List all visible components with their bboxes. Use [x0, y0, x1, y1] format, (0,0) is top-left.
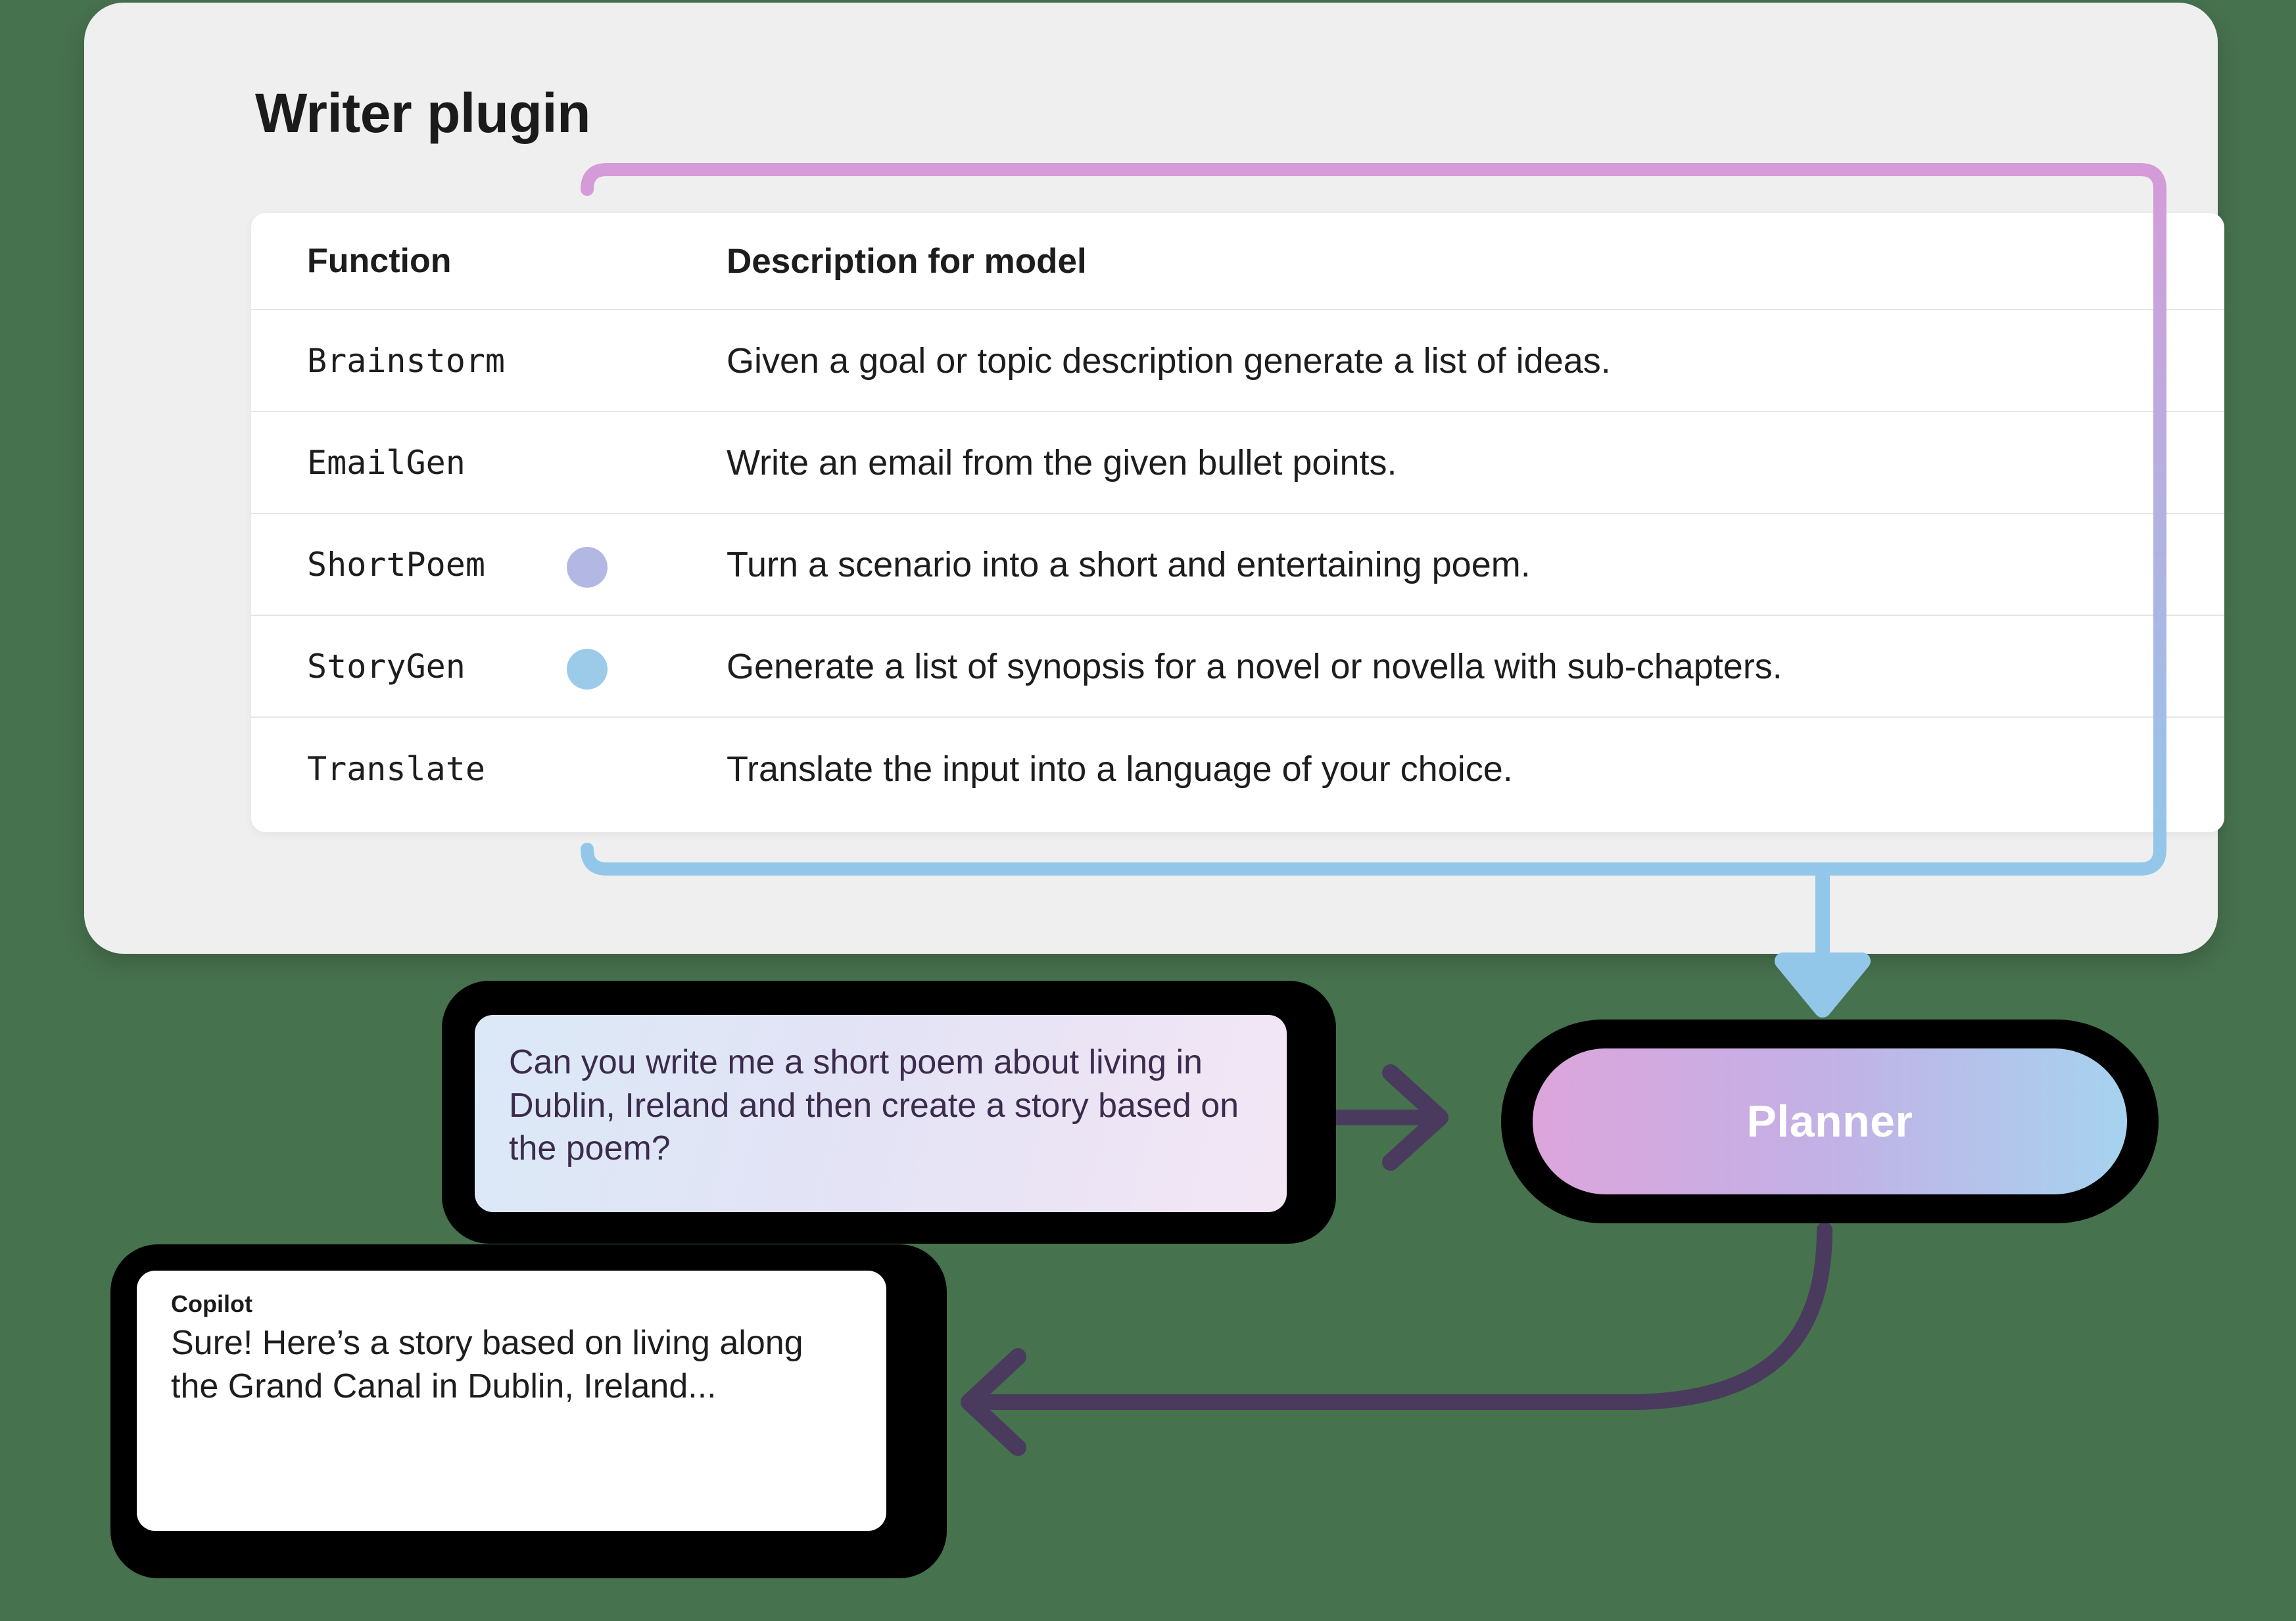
copilot-message-text: Sure! Here’s a story based on living alo…: [171, 1324, 803, 1405]
column-header-description: Description for model: [727, 241, 1087, 281]
table-header-row: Function Description for model: [251, 213, 2224, 310]
storygen-connection-dot: [567, 649, 608, 690]
planner-input-arrow-head: [1775, 952, 1871, 1018]
function-description: Given a goal or topic description genera…: [727, 341, 1611, 381]
table-row[interactable]: ShortPoem Turn a scenario into a short a…: [251, 514, 2224, 616]
writer-plugin-card: Writer plugin Function Description for m…: [84, 3, 2224, 954]
table-row[interactable]: EmailGen Write an email from the given b…: [251, 412, 2224, 514]
planner-pill: Planner: [1533, 1048, 2127, 1194]
function-description: Turn a scenario into a short and enterta…: [727, 544, 1531, 584]
function-description: Write an email from the given bullet poi…: [727, 442, 1397, 482]
copilot-message-bubble[interactable]: Copilot Sure! Here’s a story based on li…: [110, 1244, 947, 1578]
function-name: Translate: [307, 749, 485, 788]
function-name: Brainstorm: [307, 341, 506, 380]
user-message-text: Can you write me a short poem about livi…: [475, 1015, 1287, 1212]
function-description: Translate the input into a language of y…: [727, 749, 1513, 789]
copilot-bubble-inner: Copilot Sure! Here’s a story based on li…: [137, 1271, 886, 1531]
user-message-bubble[interactable]: Can you write me a short poem about livi…: [442, 981, 1336, 1244]
page-title: Writer plugin: [255, 82, 590, 144]
response-arrow-head: [961, 1348, 1026, 1456]
table-row[interactable]: Brainstorm Given a goal or topic descrip…: [251, 310, 2224, 412]
function-description: Generate a list of synopsis for a novel …: [727, 646, 1782, 686]
table-row[interactable]: Translate Translate the input into a lan…: [251, 718, 2224, 820]
function-name: StoryGen: [307, 647, 466, 686]
planner-label: Planner: [1746, 1096, 1913, 1146]
column-header-function: Function: [307, 242, 452, 280]
request-arrow-head: [1382, 1064, 1448, 1171]
table-row[interactable]: StoryGen Generate a list of synopsis for…: [251, 616, 2224, 718]
function-table: Function Description for model Brainstor…: [251, 213, 2224, 832]
shortpoem-connection-dot: [567, 547, 608, 588]
copilot-sender-label: Copilot: [171, 1290, 252, 1317]
function-name: EmailGen: [307, 443, 466, 482]
planner-node[interactable]: Planner: [1501, 1020, 2159, 1223]
response-arrow-line: [965, 1222, 1832, 1410]
function-name: ShortPoem: [307, 545, 485, 584]
